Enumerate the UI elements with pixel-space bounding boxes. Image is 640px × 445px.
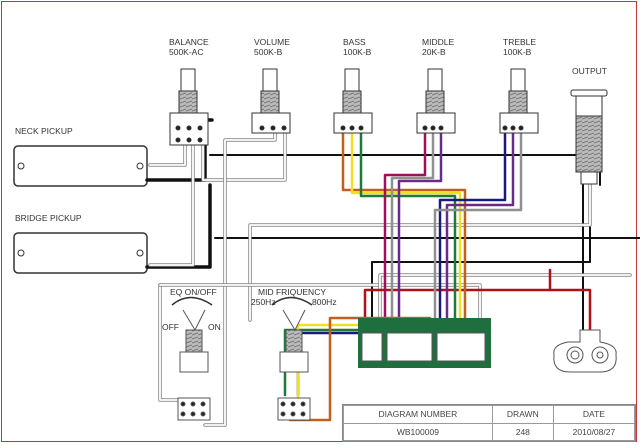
neck-pickup [13,145,148,187]
header-date: DATE [552,405,636,424]
eq-switch-off-label: OFF [162,322,179,332]
output-label: OUTPUT [572,66,607,76]
value-date: 2010/08/27 [552,422,636,441]
battery-snap [553,329,617,373]
eq-switch-on-label: ON [208,322,221,332]
wires [145,118,640,427]
eq-circuit-board [358,318,491,368]
bass-pot [333,68,373,134]
header-drawn: DRAWN [491,405,554,424]
value-diagram-number: WB100009 [343,422,493,441]
output-jack [570,89,608,185]
mid-frequency-toggle-switch [271,296,313,421]
title-block: DIAGRAM NUMBER DRAWN DATE WB100009 248 2… [342,404,636,442]
pots [169,68,608,185]
eq-toggle-switch [171,296,213,421]
treble-pot [499,68,539,134]
value-drawn: 248 [491,422,554,441]
middle-pot [416,68,456,134]
mid-switch-title: MID FRIQUENCY [258,287,326,297]
bridge-pickup [13,232,148,274]
eq-switch-title: EQ ON/OFF [170,287,217,297]
volume-pot [251,68,291,134]
header-diagram-number: DIAGRAM NUMBER [343,405,493,424]
neck-pickup-label: NECK PICKUP [15,126,73,136]
bridge-pickup-label: BRIDGE PICKUP [15,213,82,223]
balance-pot [169,68,209,146]
mid-switch-left-label: 250Hz [251,297,276,307]
mid-switch-right-label: 800Hz [312,297,337,307]
